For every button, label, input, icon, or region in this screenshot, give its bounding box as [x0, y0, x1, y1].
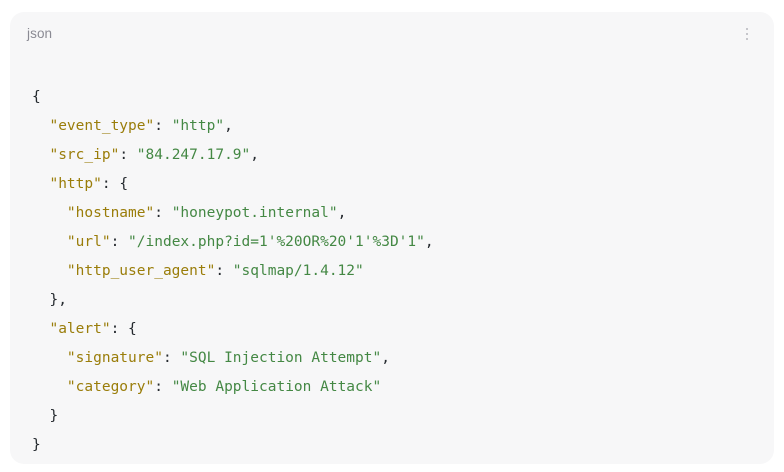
code-token-punct: :: [119, 146, 137, 163]
code-token-punct: :: [154, 204, 172, 221]
code-line: "category": "Web Application Attack": [32, 373, 774, 402]
code-token-punct: ,: [224, 117, 233, 134]
code-indent: [32, 205, 67, 221]
code-token-punct: ,: [424, 233, 434, 250]
code-line: }: [32, 402, 774, 431]
code-token-key: "alert": [49, 320, 111, 337]
code-indent: [32, 263, 67, 279]
kebab-dot: [745, 27, 749, 31]
code-token-key: "src_ip": [49, 146, 120, 163]
code-indent: [32, 350, 67, 366]
code-indent: [32, 379, 67, 395]
code-token-punct: },: [49, 291, 67, 308]
kebab-dot: [745, 37, 749, 41]
code-token-str: "honeypot.internal": [171, 204, 338, 221]
code-token-str: "84.247.17.9": [136, 146, 251, 163]
code-token-key: "http_user_agent": [66, 262, 216, 279]
code-token-str: "http": [171, 117, 225, 134]
code-line: "http": {: [32, 170, 774, 199]
code-line: "url": "/index.php?id=1'%20OR%20'1'%3D'1…: [32, 228, 774, 257]
code-token-punct: :: [154, 117, 172, 134]
code-token-punct: ,: [337, 204, 347, 221]
code-indent: [32, 118, 49, 134]
code-token-key: "event_type": [49, 117, 155, 134]
code-indent: [32, 176, 49, 192]
code-token-punct: :: [154, 378, 172, 395]
code-indent: [32, 321, 49, 337]
code-line: }: [32, 431, 774, 460]
code-token-punct: ,: [250, 146, 260, 163]
kebab-menu-icon[interactable]: [739, 24, 755, 44]
code-line: "http_user_agent": "sqlmap/1.4.12": [32, 257, 774, 286]
code-token-punct: :: [162, 349, 181, 366]
code-token-key: "signature": [66, 349, 163, 366]
code-token-punct: }: [49, 407, 59, 424]
code-block-header: json: [10, 12, 774, 56]
code-block-card: json { "event_type": "http", "src_ip": "…: [10, 12, 774, 464]
code-line: "hostname": "honeypot.internal",: [32, 199, 774, 228]
code-indent: [32, 234, 67, 250]
code-token-str: "Web Application Attack": [171, 378, 382, 395]
code-token-str: "sqlmap/1.4.12": [232, 262, 364, 279]
code-token-key: "category": [66, 378, 155, 395]
code-token-key: "url": [66, 233, 111, 250]
code-token-str: "/index.php?id=1'%20OR%20'1'%3D'1": [128, 233, 425, 250]
code-token-punct: ,: [381, 349, 390, 366]
code-token-key: "hostname": [66, 204, 155, 221]
code-token-punct: {: [32, 88, 41, 105]
code-token-punct: :: [215, 262, 233, 279]
code-token-punct: }: [32, 436, 41, 453]
code-indent: [32, 408, 49, 424]
code-line: "event_type": "http",: [32, 112, 774, 141]
code-token-str: "SQL Injection Attempt": [180, 349, 382, 366]
code-line: "src_ip": "84.247.17.9",: [32, 141, 774, 170]
code-line: "signature": "SQL Injection Attempt",: [32, 344, 774, 373]
code-token-punct: :: [110, 233, 129, 250]
json-code-content[interactable]: { "event_type": "http", "src_ip": "84.24…: [10, 71, 774, 460]
code-token-key: "http": [49, 175, 102, 192]
kebab-dot: [745, 32, 749, 36]
code-line: "alert": {: [32, 315, 774, 344]
code-line: {: [32, 83, 774, 112]
code-line: },: [32, 286, 774, 315]
code-token-punct: : {: [110, 320, 137, 337]
code-indent: [32, 147, 49, 163]
code-language-label: json: [27, 26, 53, 42]
code-token-punct: : {: [101, 175, 129, 192]
code-indent: [32, 292, 49, 308]
